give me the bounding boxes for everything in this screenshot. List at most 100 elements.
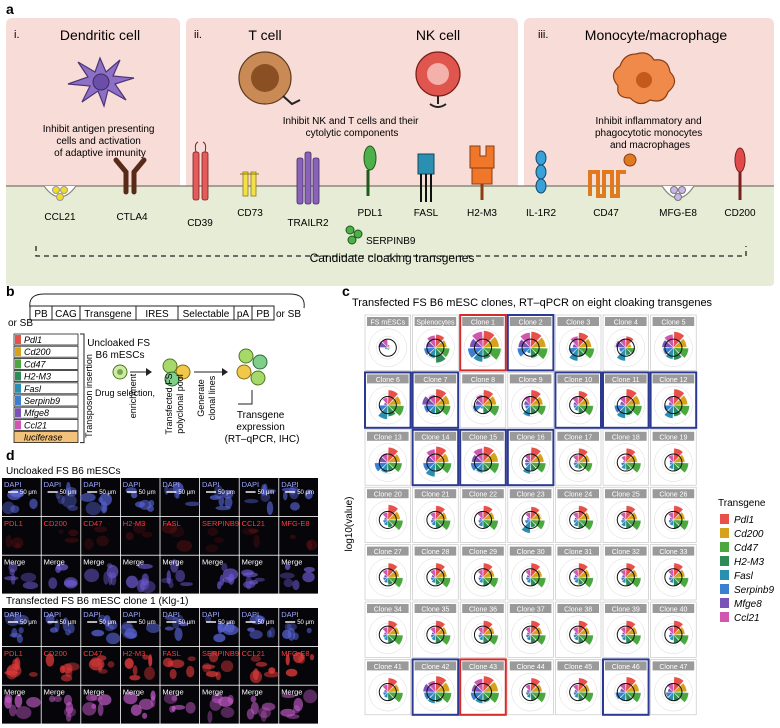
radar-wedge-fasl [574,462,579,469]
radar-wedge-ccl21 [572,684,579,693]
radar-wedge-fasl [621,634,626,641]
micrograph-label: DAPI [4,480,22,489]
nk-cell-icon [415,51,461,108]
radar-ring-outer [606,615,646,654]
micrograph-label: FASL [162,649,180,658]
radar-wedge-pdl1 [482,675,495,693]
label-ccl21: CCL21 [44,212,76,223]
micrograph-label: DAPI [123,480,141,489]
radar-cell: Clone 34 [364,601,411,658]
panel-d-title-2: Transfected FS B6 mESC clone 1 (Klg-1) [6,596,188,607]
radar-cell: Clone 35 [412,601,459,658]
radar-wedge-fasl [431,519,436,526]
gene-label: Pdl1 [24,335,42,345]
radar-wedge-mfge8 [475,399,484,406]
radar-wedge-fasl [669,519,674,526]
radar-wedge-pdl1 [387,389,399,406]
micrograph-tile-merge: Merge [120,685,160,724]
svg-text:Selectable: Selectable [183,309,230,320]
radar-cell-header [414,546,457,556]
transgene-labels: CCL21 CTLA4 CD39 CD73 TRAILR2 PDL1 FASL … [44,208,756,229]
radar-wedge-fasl [383,576,388,584]
radar-wedge-pdl1 [482,330,495,349]
gene-swatch [15,383,21,393]
radar-wedge-serpinb9 [525,577,532,581]
radar-cell-header [652,374,695,384]
radar-ring-outer [416,328,455,367]
micrograph-label: Merge [83,558,104,567]
radar-ring-outer [416,443,455,482]
micrograph-label: Merge [4,688,25,697]
legend-item-cd200: Cd200 [720,528,764,540]
radar-ring-outer [368,672,408,712]
radar-wedge-serpinb9 [382,519,389,524]
radar-ring-outer [606,443,646,482]
radar-wedge-ccl21 [430,569,436,578]
gene-row-h2-m3: H2-M3 [13,370,79,383]
micrograph-label: Merge [202,688,223,697]
radar-wedge-fasl [475,462,484,474]
radar-wedge-fasl [616,404,626,419]
radar-wedge-ccl21 [620,626,626,636]
radar-wedge-mfge8 [524,458,532,463]
radar-wedge-mfge8 [621,517,627,521]
radar-ring-outer [511,385,550,425]
radar-ring-outer [463,443,503,482]
radar-wedge-cd47 [625,577,642,588]
radar-cell-label: Clone 21 [421,492,449,499]
radar-wedge-mfge8 [667,688,674,693]
radar-ring-mid [661,393,686,417]
micrograph-tile-marker: CCL21 [239,516,279,555]
radar-ring-mid [614,623,638,647]
radar-threshold-ring [569,683,588,702]
radar-ring-mid [661,508,686,532]
radar-ring-mid [376,393,400,417]
radar-wedge-cd47 [577,347,595,359]
radar-threshold-ring [664,625,683,644]
radar-wedge-cd47 [434,519,451,531]
radar-wedge-cd47 [577,577,594,588]
radar-ring-outer [463,385,503,425]
radar-threshold-ring [473,625,493,644]
radar-cell: Clone 1 [459,314,507,372]
gene-swatch [15,347,21,357]
scale-label: 50 μm [99,620,116,626]
radar-cell: Clone 14 [411,428,460,487]
micrograph-tile-marker: CD47 [81,646,120,685]
step-clonal-1: Generate [196,379,206,417]
micrograph-label: CD47 [83,649,102,658]
radar-cell-label: Clone 22 [469,492,497,499]
scale-label: 50 μm [60,490,77,496]
micrograph-label: DAPI [242,480,260,489]
radar-ring-mid [376,680,400,704]
radar-wedge-cd47 [434,404,451,416]
radar-wedge-mfge8 [421,395,436,406]
radar-wedge-cd200 [672,338,687,348]
radar-threshold-ring [378,510,397,529]
step-insertion: Transposon insertion [84,354,94,438]
radar-cell-header [605,604,647,613]
micrograph-tile-merge: Merge [2,685,41,724]
radar-cell-label: Clone 29 [469,549,497,556]
gene-row-serpinb9: Serpinb9 [13,394,79,407]
radar-wedge-cd47 [434,691,452,704]
radar-ring-mid [566,565,590,589]
radar-cell-header [605,661,647,671]
micrograph-tile-merge: Merge [81,555,120,594]
micrograph-tile-merge: Merge [279,555,318,594]
legend-label: Cd47 [734,543,758,554]
radar-ring-mid [518,393,543,417]
label-cd47: CD47 [593,208,619,219]
micrograph-label: CD47 [83,519,102,528]
radar-wedge-serpinb9 [422,462,436,472]
radar-wedge-ccl21 [428,394,436,406]
radar-wedge-h2-m3 [673,347,682,361]
radar-wedge-fasl [478,576,484,584]
radar-threshold-ring [521,625,540,644]
micrograph-label: Merge [44,558,65,567]
membrane-region [6,186,774,286]
radar-wedge-mfge8 [383,689,389,693]
radar-wedge-cd200 [577,338,592,348]
